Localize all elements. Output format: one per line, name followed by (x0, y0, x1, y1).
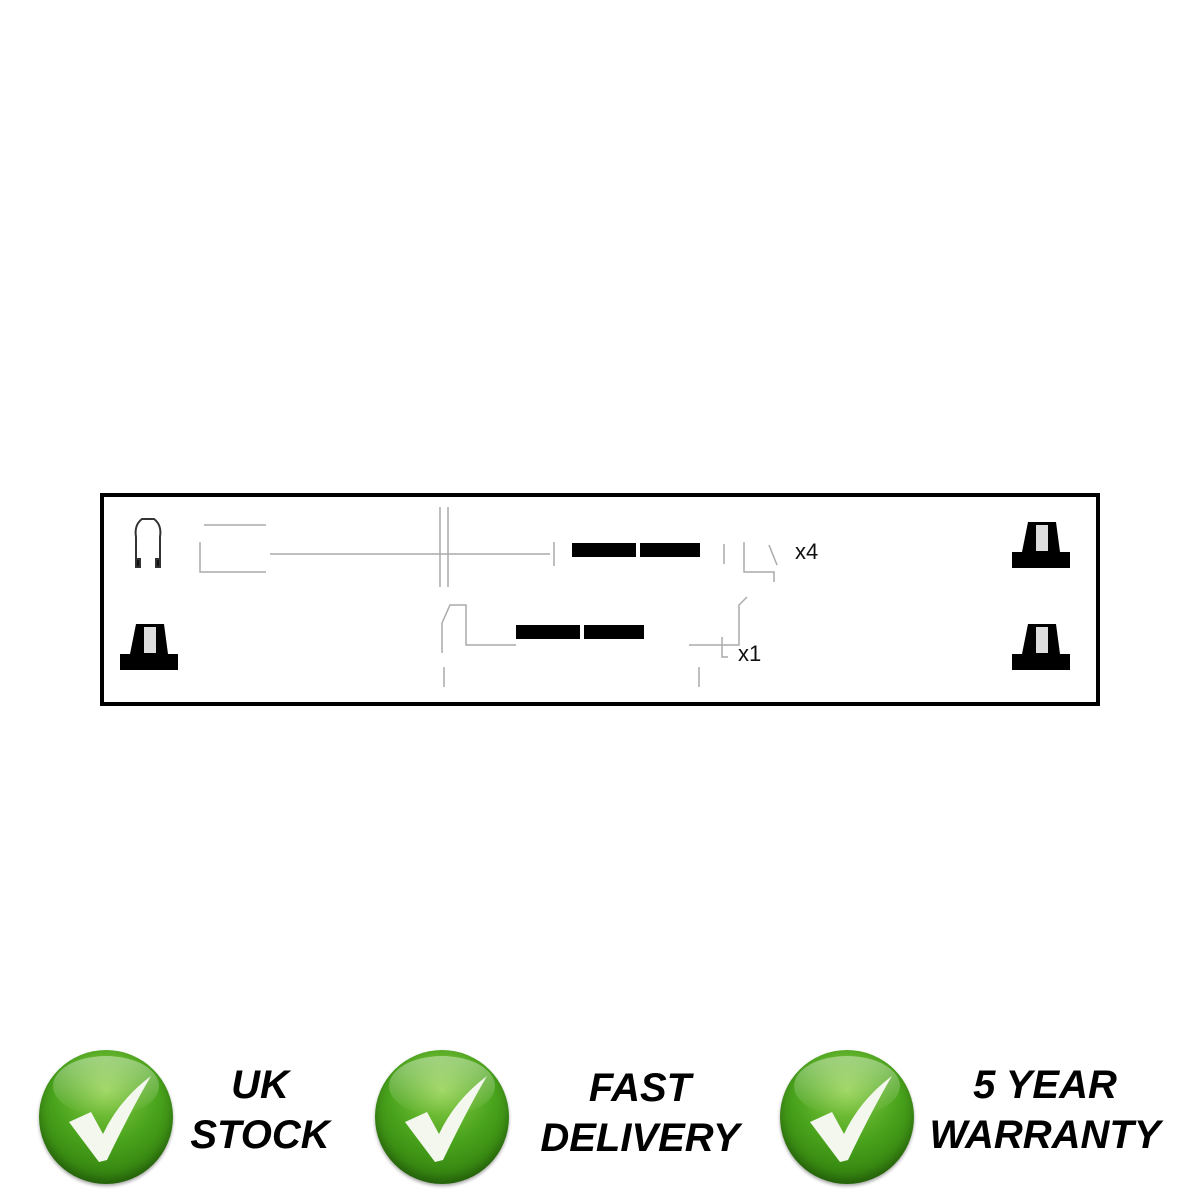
lead-drawing (120, 507, 1070, 687)
badge-text-uk-stock: UK STOCK (130, 1060, 390, 1160)
check-icon (39, 1050, 173, 1184)
badge-line2: DELIVERY (540, 1116, 740, 1160)
plug-connector-icon (134, 518, 162, 568)
check-icon (780, 1050, 914, 1184)
quantity-label-row-1: x4 (795, 539, 819, 564)
badge-text-5-year-warranty: 5 YEAR WARRANTY (915, 1060, 1175, 1160)
quantity-label-row-2: x1 (738, 641, 762, 666)
badge-line2: STOCK (190, 1113, 330, 1157)
badge-text-fast-delivery: FAST DELIVERY (510, 1063, 770, 1163)
badge-line2: WARRANTY (929, 1113, 1161, 1157)
badge-line1: UK (231, 1063, 289, 1107)
badge-line1: 5 YEAR (973, 1063, 1117, 1107)
check-icon (375, 1050, 509, 1184)
ignition-lead-diagram: x4 x1 (100, 493, 1100, 706)
badge-line1: FAST (588, 1066, 692, 1110)
